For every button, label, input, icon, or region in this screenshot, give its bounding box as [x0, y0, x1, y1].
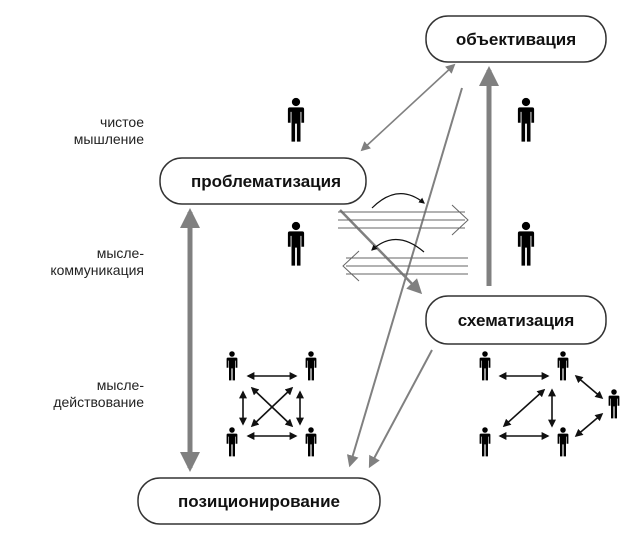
person-icon-small	[479, 351, 491, 381]
person-icon-small	[305, 427, 317, 457]
label-pure-thinking-line2: мышление	[74, 131, 144, 147]
arrow-problematization-objectivation	[360, 63, 456, 152]
node-positioning-label: позиционирование	[178, 492, 340, 511]
group-thought-action-right	[479, 351, 620, 457]
person-icon-small	[305, 351, 317, 381]
person-icon-top-right	[517, 97, 535, 142]
arrow-problematization-schematization	[339, 209, 423, 295]
group-thought-action-left	[226, 351, 317, 457]
person-icon-small	[226, 351, 238, 381]
person-icon-small	[608, 389, 620, 419]
label-thought-communication-line2: коммуникация	[50, 262, 144, 278]
label-thought-action: мысле- действование	[53, 377, 144, 410]
node-schematization-label: схематизация	[458, 311, 575, 330]
person-icon-mid-right	[517, 221, 535, 266]
label-thought-action-line2: действование	[53, 394, 144, 410]
node-objectivation-label: объективация	[456, 30, 576, 49]
curved-arrow-upper	[371, 193, 425, 209]
person-icon-small	[557, 351, 569, 381]
curved-arrow-lower	[371, 238, 425, 253]
hollow-arrow-right-upper	[338, 204, 469, 236]
node-problematization-label: проблематизация	[191, 172, 341, 191]
label-thought-communication-line1: мысле-	[97, 245, 145, 261]
hollow-arrow-left-lower	[342, 250, 468, 282]
label-thought-communication: мысле- коммуникация	[50, 245, 144, 278]
arrow-schematization-positioning	[368, 349, 433, 469]
communication-arrows	[338, 204, 469, 282]
person-icon-small	[557, 427, 569, 457]
node-objectivation: объективация	[425, 15, 607, 63]
node-positioning: позиционирование	[137, 477, 381, 525]
person-icon-top-left	[287, 97, 305, 142]
person-icon-small	[479, 427, 491, 457]
label-pure-thinking: чистое мышление	[74, 114, 144, 147]
person-icon-mid-left	[287, 221, 305, 266]
node-schematization: схематизация	[425, 295, 607, 345]
person-icon-small	[226, 427, 238, 457]
label-pure-thinking-line1: чистое	[100, 114, 144, 130]
node-problematization: проблематизация	[159, 157, 367, 205]
label-thought-action-line1: мысле-	[97, 377, 145, 393]
